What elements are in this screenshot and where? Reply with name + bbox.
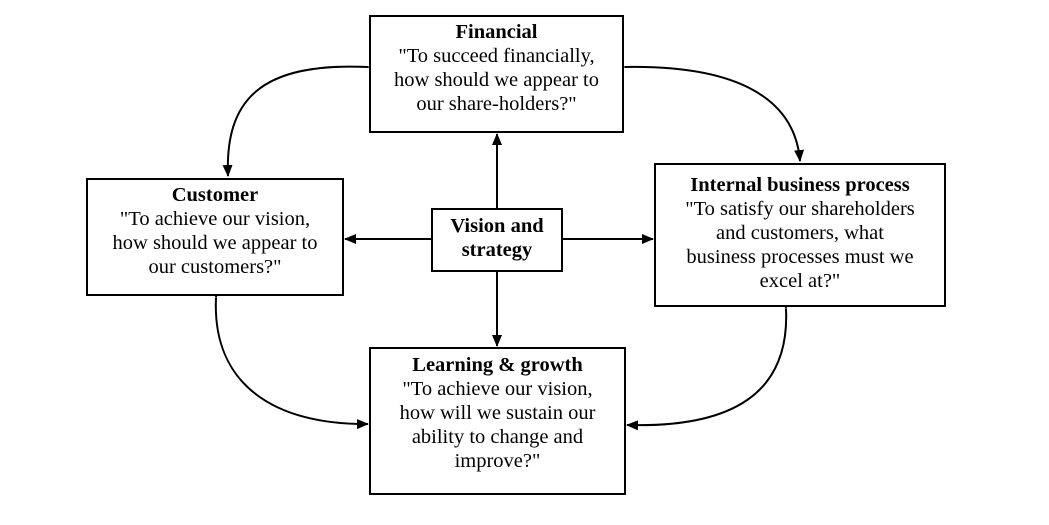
vision-strategy-label: strategy (461, 239, 533, 261)
arrow-internal-learning (626, 297, 791, 431)
internal-question-line: excel at?" (759, 270, 841, 292)
learning-growth-title: Learning & growth (412, 354, 583, 376)
arrow-customer-learning (211, 286, 369, 430)
internal-business-process-title: Internal business process (690, 174, 910, 196)
customer-title: Customer (171, 184, 259, 206)
customer-question-line: our customers?" (148, 256, 282, 278)
internal-question-line: and customers, what (716, 222, 884, 244)
arrow-financial-internal (613, 62, 805, 162)
customer-box: Customer "To achieve our vision, how sho… (86, 178, 344, 296)
financial-question-line: how should we appear to (394, 69, 599, 91)
customer-question-line: how should we appear to (112, 232, 318, 254)
learning-question-line: "To achieve our vision, (402, 378, 593, 400)
vision-strategy-box: Vision and strategy (431, 208, 563, 272)
learning-question-line: how will we sustain our (399, 402, 596, 424)
arrow-financial-customer (222, 62, 380, 177)
financial-box: Financial "To succeed financially, how s… (369, 15, 624, 133)
learning-question-line: improve?" (454, 450, 541, 472)
internal-business-process-box: Internal business process "To satisfy ou… (654, 163, 946, 307)
internal-question-line: business processes must we (686, 246, 914, 268)
financial-question-line: our share-holders?" (416, 93, 577, 115)
learning-growth-box: Learning & growth "To achieve our vision… (369, 347, 626, 495)
vision-strategy-label: Vision and (450, 215, 544, 237)
internal-question-line: "To satisfy our shareholders (685, 198, 915, 220)
financial-title: Financial (455, 21, 538, 43)
customer-question-line: "To achieve our vision, (119, 208, 311, 230)
learning-question-line: ability to change and (411, 426, 584, 448)
financial-question-line: "To succeed financially, (398, 45, 595, 67)
